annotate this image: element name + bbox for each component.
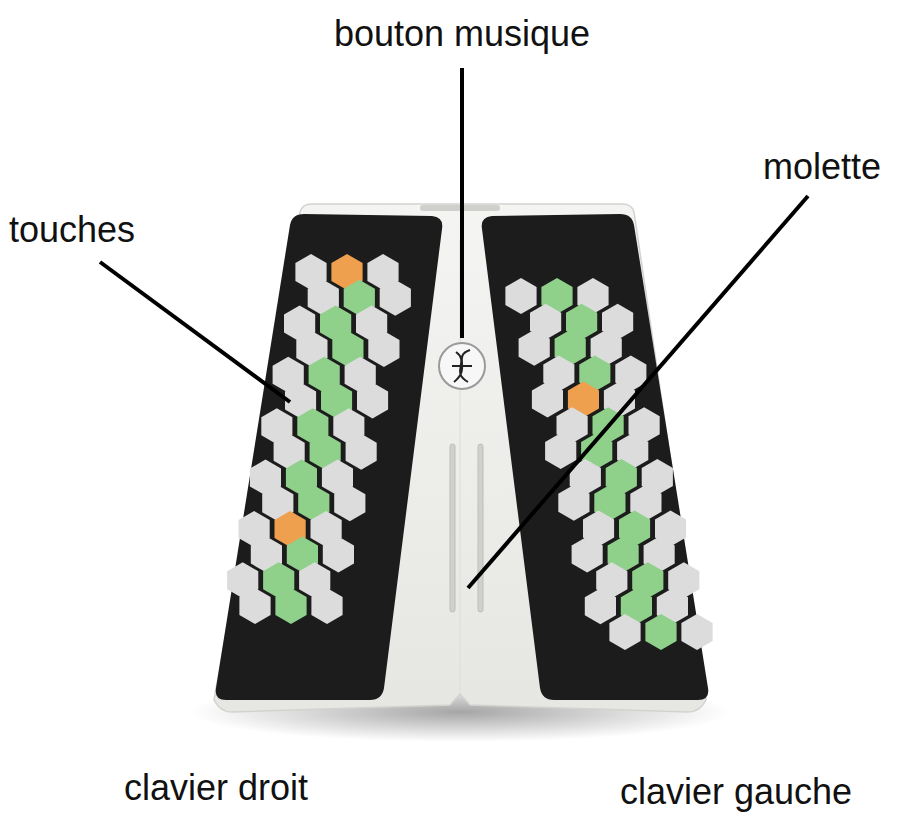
keys-group <box>227 254 712 650</box>
key-hexagon <box>275 588 306 624</box>
key-hexagon <box>357 383 388 419</box>
key-hexagon <box>311 588 342 624</box>
key-hexagon <box>532 381 563 417</box>
keyboard-panel <box>216 214 443 700</box>
key-hexagon <box>346 434 377 470</box>
key-hexagon <box>239 588 270 624</box>
key-hexagon <box>380 280 411 316</box>
music-button <box>439 343 485 389</box>
key-hexagon <box>334 485 365 521</box>
part-label: clavier droit <box>124 768 308 808</box>
key-hexagon <box>368 331 399 367</box>
key-hexagon <box>545 433 576 469</box>
keyboard-panel <box>482 214 709 700</box>
wheel-groove <box>450 444 455 612</box>
leader-line <box>468 196 808 588</box>
key-hexagon <box>645 614 676 650</box>
key-hexagon <box>323 537 354 573</box>
key-hexagon <box>681 614 712 650</box>
key-hexagon <box>519 330 550 366</box>
part-label: molette <box>763 147 881 187</box>
key-hexagon <box>505 278 536 314</box>
part-label: bouton musique <box>334 14 590 54</box>
part-label: clavier gauche <box>620 772 852 812</box>
key-hexagon <box>609 614 640 650</box>
leader-line <box>100 262 290 402</box>
music-symbol <box>452 350 472 382</box>
key-hexagon <box>585 588 616 624</box>
part-label: touches <box>9 210 135 250</box>
leader-line <box>460 68 464 338</box>
key-hexagon <box>572 537 603 573</box>
key-hexagon <box>558 485 589 521</box>
wheel-groove <box>478 444 483 612</box>
